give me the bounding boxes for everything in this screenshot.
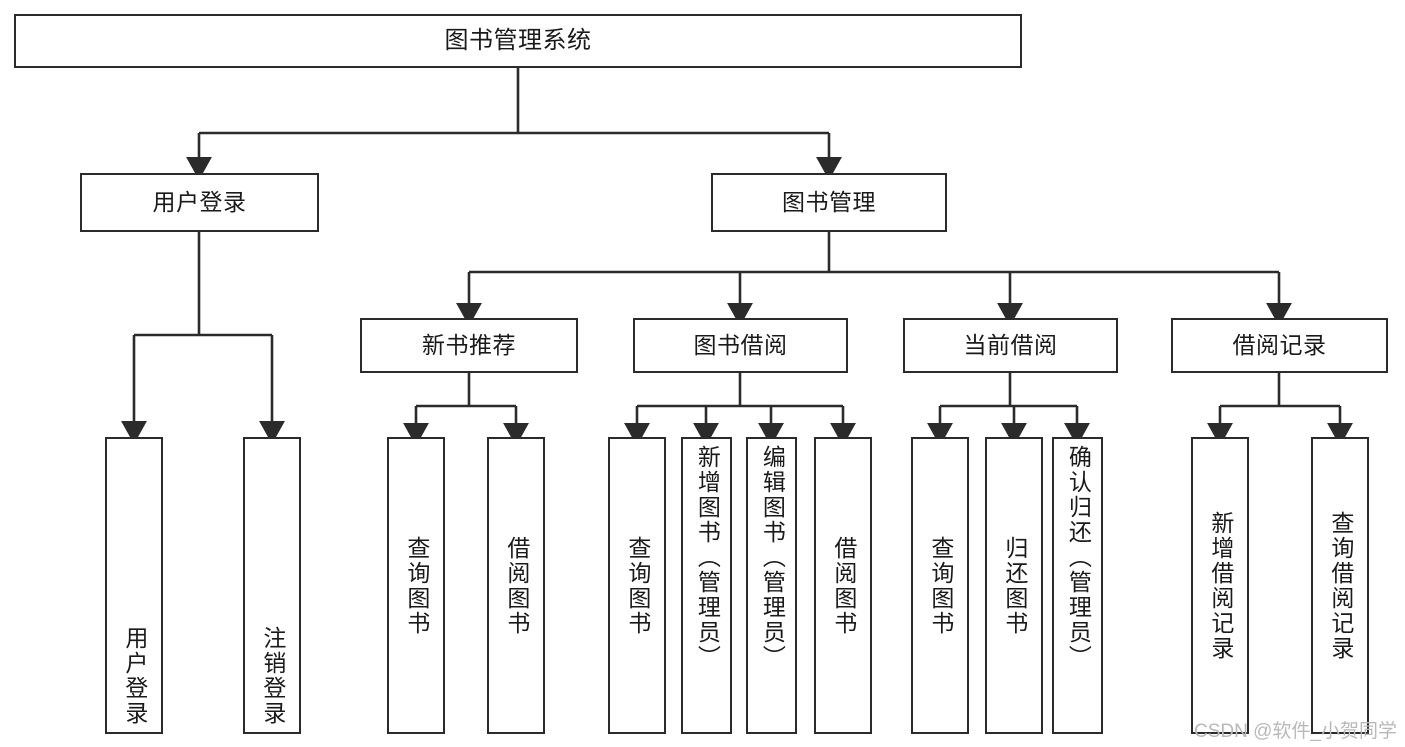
node-root[interactable]: 图书管理系统 xyxy=(14,14,1022,68)
node-new-book-recommend[interactable]: 新书推荐 xyxy=(360,318,578,373)
node-leaf-edit-book[interactable]: 编辑图书（管理员） xyxy=(746,437,797,734)
node-leaf-query-book-1-label: 查询图书 xyxy=(403,535,430,636)
edge-book-borrow-to-leaves xyxy=(624,373,856,447)
node-current-borrow-label: 当前借阅 xyxy=(963,331,1058,358)
node-book-borrow[interactable]: 图书借阅 xyxy=(633,318,848,373)
node-book-manage[interactable]: 图书管理 xyxy=(711,173,947,232)
node-leaf-add-record[interactable]: 新增借阅记录 xyxy=(1191,437,1249,734)
edge-current-borrow-to-leaves xyxy=(927,373,1090,447)
node-leaf-query-book-2-label: 查询图书 xyxy=(624,535,651,636)
node-leaf-query-record-label: 查询借阅记录 xyxy=(1327,510,1354,661)
node-leaf-return-book[interactable]: 归还图书 xyxy=(985,437,1043,734)
node-leaf-borrow-book-2[interactable]: 借阅图书 xyxy=(814,437,872,734)
node-leaf-borrow-book-2-label: 借阅图书 xyxy=(830,535,857,636)
node-leaf-user-login-label: 用户登录 xyxy=(121,626,148,726)
node-leaf-query-book-2[interactable]: 查询图书 xyxy=(608,437,666,734)
csdn-watermark: CSDN @软件_小贺同学 xyxy=(1194,721,1397,742)
node-leaf-logout[interactable]: 注销登录 xyxy=(243,437,301,734)
node-user-login-label: 用户登录 xyxy=(152,188,247,215)
node-borrow-record[interactable]: 借阅记录 xyxy=(1171,318,1388,373)
node-leaf-add-book[interactable]: 新增图书（管理员） xyxy=(681,437,732,734)
node-new-book-recommend-label: 新书推荐 xyxy=(422,331,516,358)
edge-new-book-rec-to-leaves xyxy=(403,373,529,447)
node-leaf-confirm-return-label: 确认归还（管理员） xyxy=(1065,445,1092,670)
node-leaf-edit-book-label: 编辑图书（管理员） xyxy=(759,445,786,670)
node-current-borrow[interactable]: 当前借阅 xyxy=(903,318,1118,373)
edge-root-to-level2 xyxy=(186,68,842,181)
node-leaf-query-book-3[interactable]: 查询图书 xyxy=(911,437,969,734)
node-book-manage-label: 图书管理 xyxy=(782,188,876,215)
node-borrow-record-label: 借阅记录 xyxy=(1232,331,1327,358)
node-root-label: 图书管理系统 xyxy=(444,26,592,54)
node-leaf-borrow-book-1[interactable]: 借阅图书 xyxy=(487,437,545,734)
edge-book-manage-to-level3 xyxy=(456,232,1292,327)
node-leaf-query-book-1[interactable]: 查询图书 xyxy=(387,437,445,734)
node-leaf-query-book-3-label: 查询图书 xyxy=(927,535,954,636)
edge-borrow-record-to-leaves xyxy=(1207,373,1353,447)
node-user-login[interactable]: 用户登录 xyxy=(80,173,319,232)
node-leaf-confirm-return[interactable]: 确认归还（管理员） xyxy=(1052,437,1103,734)
node-leaf-logout-label: 注销登录 xyxy=(259,626,286,726)
node-leaf-add-record-label: 新增借阅记录 xyxy=(1207,510,1234,661)
node-leaf-return-book-label: 归还图书 xyxy=(1001,535,1028,636)
node-leaf-user-login[interactable]: 用户登录 xyxy=(105,437,163,734)
node-book-borrow-label: 图书借阅 xyxy=(693,331,788,358)
node-leaf-query-record[interactable]: 查询借阅记录 xyxy=(1311,437,1369,734)
node-leaf-borrow-book-1-label: 借阅图书 xyxy=(503,535,530,636)
node-leaf-add-book-label: 新增图书（管理员） xyxy=(694,445,721,670)
edge-user-login-to-leaves xyxy=(121,232,285,445)
